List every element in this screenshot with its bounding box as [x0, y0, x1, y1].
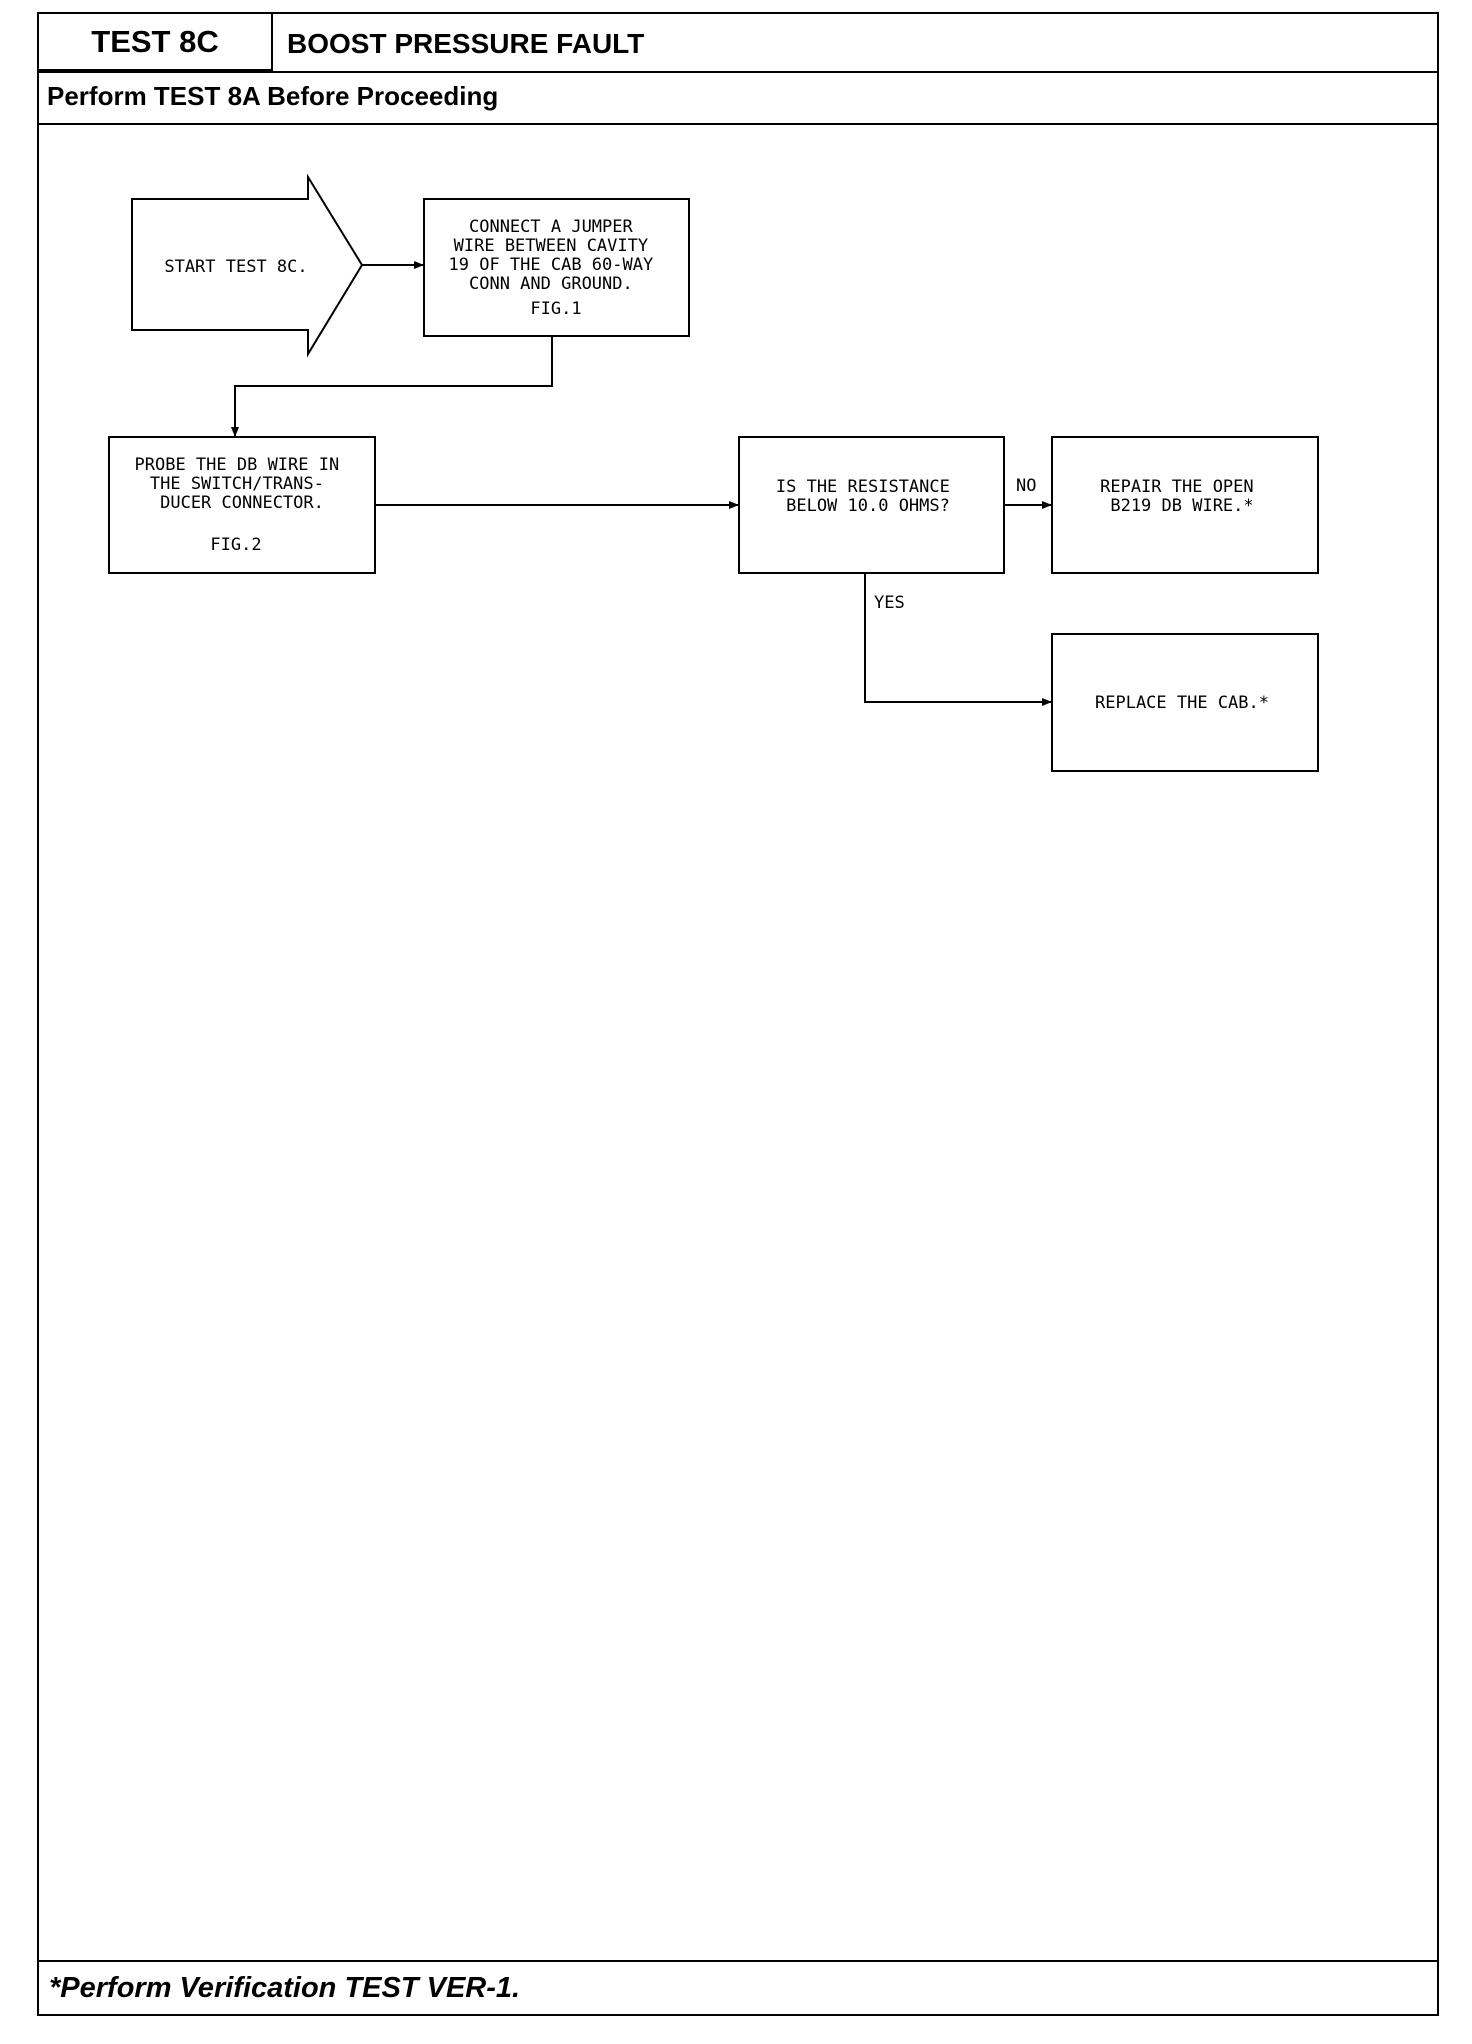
replace-cab-box: [1051, 633, 1319, 772]
start-arrow-shape: [131, 173, 364, 358]
test-title: BOOST PRESSURE FAULT: [287, 28, 645, 59]
connect-jumper-box: [423, 198, 690, 337]
probe-wire-text: PROBE THE DB WIRE IN THE SWITCH/TRANS- D…: [135, 455, 350, 513]
connector-jumper-to-probe: [231, 336, 553, 437]
test-id: TEST 8C: [39, 14, 273, 71]
footer-divider: [39, 1960, 1437, 1962]
branch-no-label: NO: [1016, 476, 1036, 496]
prerequisite-row: Perform TEST 8A Before Proceeding: [39, 71, 1437, 125]
page-frame: TEST 8C BOOST PRESSURE FAULT Perform TES…: [37, 12, 1439, 2016]
resistance-question-text: IS THE RESISTANCE BELOW 10.0 OHMS?: [776, 477, 960, 516]
branch-yes-label: YES: [874, 593, 905, 613]
replace-cab-text: REPLACE THE CAB.*: [1095, 693, 1269, 713]
repair-open-box: [1051, 436, 1319, 574]
repair-open-text: REPAIR THE OPEN B219 DB WIRE.*: [1100, 477, 1264, 516]
connect-jumper-text: CONNECT A JUMPER WIRE BETWEEN CAVITY 19 …: [449, 217, 664, 319]
footer-note: *Perform Verification TEST VER-1.: [49, 1972, 521, 2004]
connector-yes: [864, 573, 1052, 706]
probe-fig-label: FIG.2: [210, 535, 261, 555]
start-label: START TEST 8C.: [164, 257, 307, 277]
prerequisite-text: Perform TEST 8A Before Proceeding: [47, 81, 499, 111]
